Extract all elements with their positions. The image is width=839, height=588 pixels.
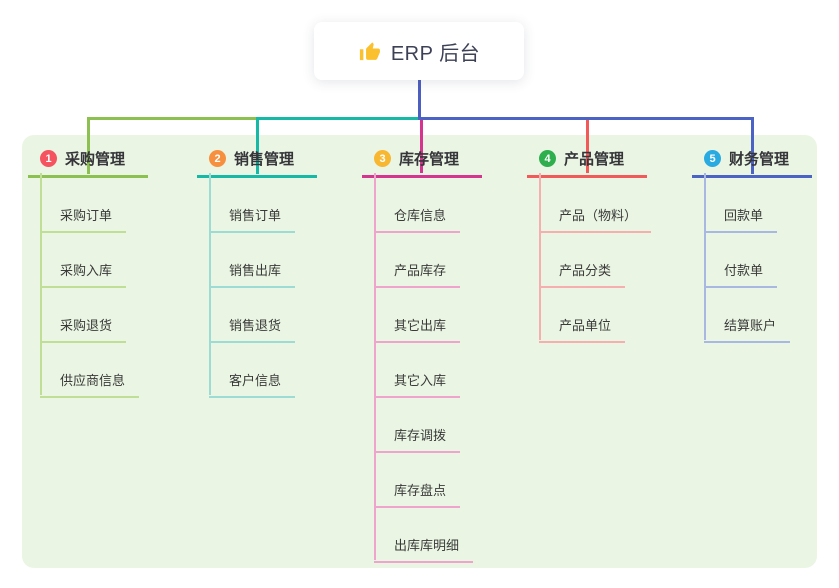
child-node[interactable]: 回款单 (704, 205, 778, 233)
branch-header[interactable]: 2 销售管理 (197, 148, 317, 178)
branch-drop-line (586, 120, 589, 173)
child-node[interactable]: 库存调拨 (374, 425, 461, 453)
bus-line (87, 117, 259, 120)
branch-label: 销售管理 (234, 151, 295, 168)
branch-trunk-line (704, 173, 706, 340)
child-node[interactable]: 其它出库 (374, 315, 461, 343)
branch-header[interactable]: 3 库存管理 (362, 148, 482, 178)
branch-label: 库存管理 (399, 151, 460, 168)
branch-drop-line (256, 119, 259, 174)
child-node[interactable]: 客户信息 (209, 370, 296, 398)
child-node[interactable]: 销售退货 (209, 315, 296, 343)
child-node[interactable]: 采购订单 (40, 205, 127, 233)
root-title: ERP 后台 (390, 42, 481, 65)
branch-trunk-line (209, 173, 211, 395)
child-node[interactable]: 付款单 (704, 260, 778, 288)
branches-panel (22, 135, 817, 568)
child-node[interactable]: 产品库存 (374, 260, 461, 288)
branch-header[interactable]: 5 财务管理 (692, 148, 812, 178)
child-node[interactable]: 结算账户 (704, 315, 791, 343)
child-node[interactable]: 产品分类 (539, 260, 626, 288)
branch-label: 采购管理 (65, 151, 126, 168)
branch-trunk-line (40, 173, 42, 395)
branch-trunk-line (374, 173, 376, 560)
branch-number-badge: 5 (704, 150, 721, 167)
branch-drop-line (420, 120, 423, 173)
child-node[interactable]: 销售出库 (209, 260, 296, 288)
branch-number-badge: 1 (40, 150, 57, 167)
root-drop-line (418, 80, 421, 118)
child-node[interactable]: 产品（物料） (539, 205, 652, 233)
child-node[interactable]: 采购入库 (40, 260, 127, 288)
root-node[interactable]: ERP 后台 (314, 22, 524, 80)
branch-header[interactable]: 4 产品管理 (527, 148, 647, 178)
child-node[interactable]: 供应商信息 (40, 370, 140, 398)
branch-drop-line (751, 119, 754, 174)
branch-drop-line (87, 119, 90, 174)
child-node[interactable]: 仓库信息 (374, 205, 461, 233)
branch-label: 财务管理 (729, 151, 790, 168)
branch-label: 产品管理 (564, 151, 625, 168)
thumbs-up-icon (359, 41, 380, 60)
branch-number-badge: 4 (539, 150, 556, 167)
bus-line (418, 117, 754, 120)
branch-number-badge: 3 (374, 150, 391, 167)
branch-trunk-line (539, 173, 541, 340)
child-node[interactable]: 采购退货 (40, 315, 127, 343)
child-node[interactable]: 销售订单 (209, 205, 296, 233)
child-node[interactable]: 出库库明细 (374, 535, 474, 563)
branch-number-badge: 2 (209, 150, 226, 167)
bus-line (256, 117, 420, 120)
child-node[interactable]: 库存盘点 (374, 480, 461, 508)
child-node[interactable]: 产品单位 (539, 315, 626, 343)
child-node[interactable]: 其它入库 (374, 370, 461, 398)
branch-header[interactable]: 1 采购管理 (28, 148, 148, 178)
